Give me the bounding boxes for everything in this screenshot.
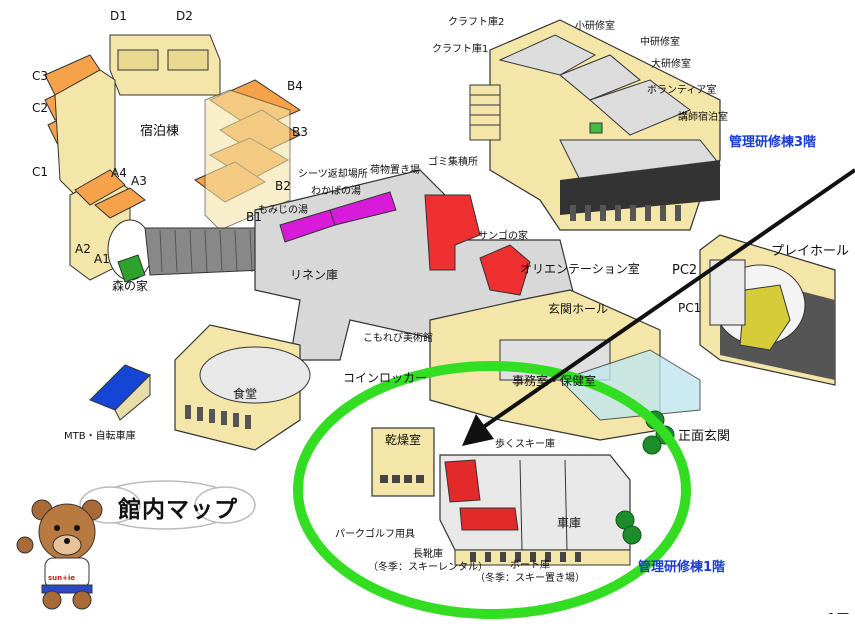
pointer-arrow [480,168,855,430]
label-small-training: 小研修室 [575,21,615,32]
label-medium-training: 中研修室 [640,37,680,48]
label-lecturer: 講師宿泊室 [678,112,728,123]
label-mtb: MTB・自転車庫 [64,431,136,442]
label-wakaba-bath: わかばの湯 [311,186,361,197]
unit-b2: B2 [275,179,291,193]
label-mori-no-ie: 森の家 [112,279,149,293]
unit-d2: D2 [176,9,193,23]
unit-b1: B1 [246,210,262,224]
unit-a1: A1 [94,252,110,266]
boat-line1: ボート庫 [510,560,550,571]
label-momiji-bath: もみじの湯 [258,205,308,216]
label-craft1: クラフト庫1 [432,44,489,55]
label-komorebi: こもれび美術館 [363,333,433,344]
dormitory-wing [44,34,302,283]
corner-mark: - — [828,606,849,620]
label-coin-locker: コインロッカー [343,371,428,385]
unit-b3: B3 [292,125,308,139]
long-boots-line1: 長靴庫 [413,549,443,560]
unit-b4: B4 [287,79,303,93]
label-luggage: 荷物置き場 [370,165,420,176]
label-admin-1f: 管理研修棟1階 [638,560,726,575]
label-park-golf: パークゴルフ用具 [335,529,415,540]
map-title: 館内マップ [118,497,238,523]
long-boots-line2: （冬季：スキーレンタル） [368,561,488,573]
label-boat: ボート庫 （冬季：スキー置き場） [475,560,585,585]
unit-a2: A2 [75,242,91,256]
unit-a4: A4 [111,166,127,180]
arrowhead [462,414,494,446]
label-walking-ski: 歩くスキー庫 [495,439,555,450]
unit-c2: C2 [32,101,49,115]
label-large-training: 大研修室 [651,59,691,70]
label-drying: 乾燥室 [385,433,422,447]
play-hall-building [699,234,836,386]
title-cloud [79,480,256,530]
bear-mascot-icon [16,499,103,610]
unit-c3: C3 [32,69,49,83]
label-sango-no-ie: サンゴの家 [478,231,528,242]
label-admin-3f: 管理研修棟3階 [729,135,817,150]
admin-1f-section [371,427,631,566]
admin-building [469,19,721,231]
label-main-entrance: 正面玄関 [678,429,731,444]
label-volunteer: ボランティア室 [647,85,717,96]
boat-line2: （冬季：スキー置き場） [475,572,585,584]
unit-d1: D1 [110,9,127,23]
label-linen: リネン庫 [290,268,339,282]
label-pc2: PC2 [672,263,698,278]
label-dining: 食堂 [233,387,258,401]
mascot-shirt-text: sun+ie [48,574,76,582]
unit-c1: C1 [32,165,49,179]
label-orientation: オリエンテーション室 [520,262,640,276]
label-play-hall: プレイホール [771,244,850,259]
main-building [174,169,701,451]
label-craft2: クラフト庫2 [448,17,505,28]
label-sheets-return: シーツ返却場所 [298,169,368,180]
label-entrance-hall: 玄関ホール [548,302,609,316]
label-garbage: ゴミ集積所 [428,157,478,168]
highlight-ellipse [293,361,691,619]
dormitory-label: 宿泊棟 [140,124,180,139]
mtb-shed [89,364,151,421]
unit-a3: A3 [131,174,147,188]
label-long-boots: 長靴庫 （冬季：スキーレンタル） [368,549,488,574]
label-office-health: 事務室・保健室 [512,374,597,388]
label-pc1: PC1 [678,301,702,315]
label-garage: 車庫 [557,516,582,530]
